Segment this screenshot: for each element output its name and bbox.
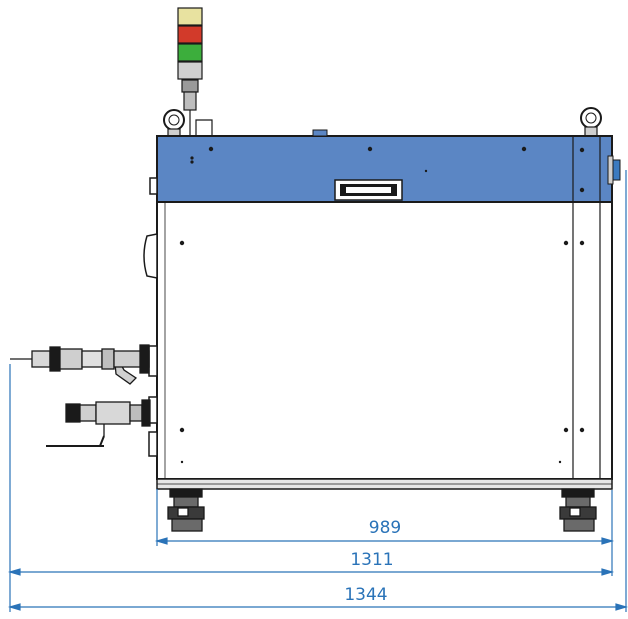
signal-tower-icon — [177, 7, 203, 136]
dimension-1344 — [7, 603, 628, 611]
handle-icon — [334, 179, 403, 201]
caster-icon — [559, 488, 597, 532]
cabinet-body — [156, 201, 613, 480]
band-screws — [190, 146, 585, 193]
dimension-label-1311: 1311 — [350, 550, 393, 570]
fitting-icon — [46, 399, 151, 447]
side-connector — [607, 155, 621, 185]
left-side-hardware — [143, 177, 158, 457]
dimension-label-989: 989 — [369, 518, 401, 538]
dimension-1311 — [7, 568, 615, 576]
lifting-eye-icon — [163, 109, 213, 138]
extension-lines — [9, 170, 627, 612]
dimension-989 — [154, 537, 615, 545]
fitting-icon — [10, 344, 150, 385]
dimension-label-1344: 1344 — [344, 585, 387, 605]
body-screws — [179, 240, 585, 464]
caster-icon — [167, 488, 205, 532]
lifting-eye-icon — [580, 107, 602, 137]
